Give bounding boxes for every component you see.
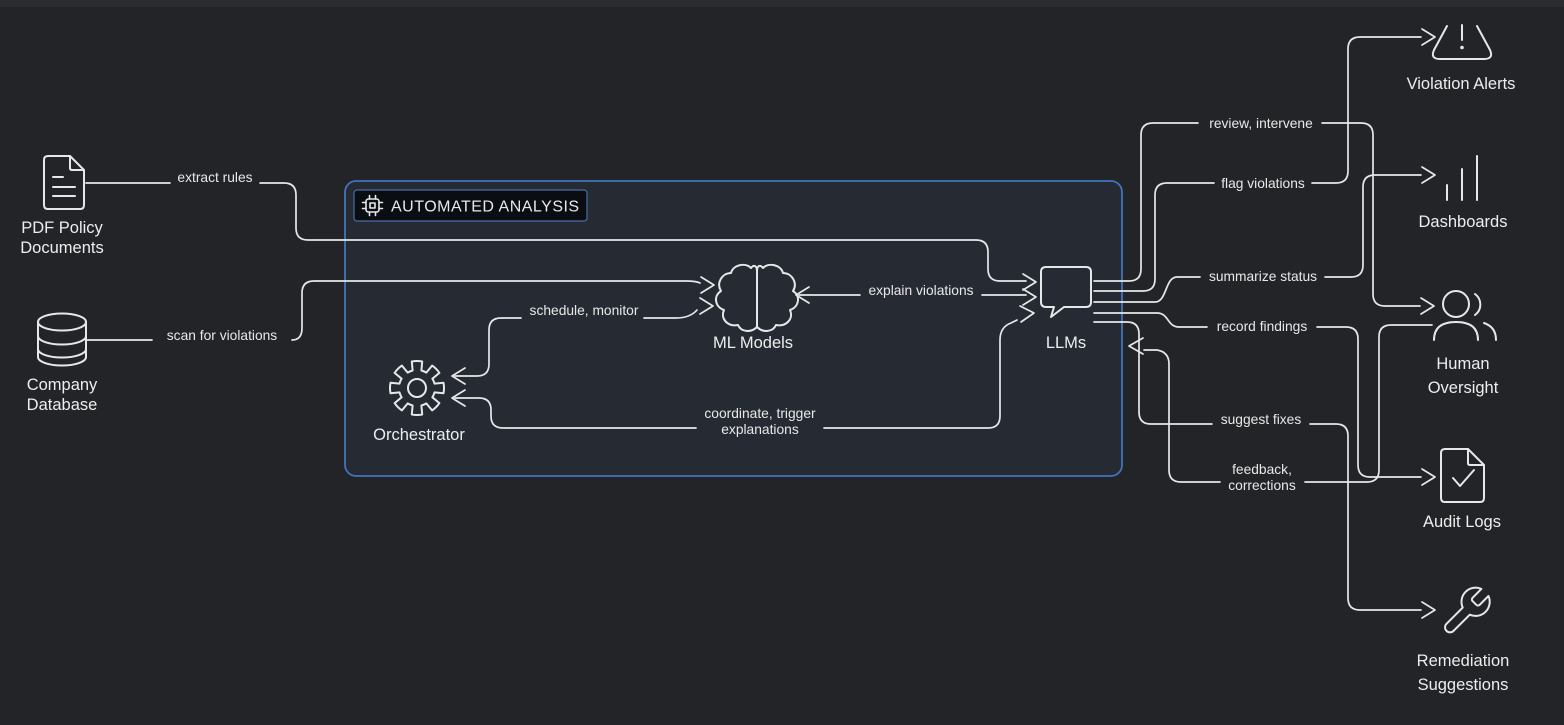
brain-icon xyxy=(715,263,799,332)
node-violation-alerts[interactable]: Violation Alerts xyxy=(1407,24,1516,93)
edge-segment[interactable] xyxy=(643,309,698,319)
wrench-icon xyxy=(1444,586,1491,634)
edge-segment[interactable] xyxy=(1324,174,1422,278)
node-dashboards[interactable]: Dashboards xyxy=(1419,155,1508,231)
edge-segment[interactable] xyxy=(823,319,1018,429)
node-label[interactable]: Documents xyxy=(20,239,103,257)
node-label[interactable]: PDF Policy xyxy=(21,219,103,237)
arrowhead xyxy=(451,389,466,407)
node-llms[interactable]: LLMs xyxy=(1040,266,1092,352)
document-check-icon xyxy=(1440,448,1485,503)
edge-label[interactable]: review, intervene xyxy=(1209,116,1313,131)
automated-analysis-frame[interactable]: AUTOMATED ANALYSIS xyxy=(344,180,1123,477)
edge-label[interactable]: record findings xyxy=(1217,319,1308,334)
edge-segment[interactable] xyxy=(1304,324,1433,483)
edge-segment[interactable] xyxy=(1321,122,1421,307)
node-label[interactable]: Human xyxy=(1436,355,1489,373)
chat-bubble-icon xyxy=(1040,266,1092,318)
arrowhead xyxy=(1421,468,1436,486)
arrowhead xyxy=(699,297,714,315)
edge-segment[interactable] xyxy=(1316,326,1422,478)
frame-rect[interactable] xyxy=(344,180,1123,477)
edge-schedule-monitor[interactable]: schedule, monitor xyxy=(451,297,714,385)
node-label[interactable]: Remediation xyxy=(1417,652,1510,670)
edge-label[interactable]: suggest fixes xyxy=(1221,412,1302,427)
frame-title: AUTOMATED ANALYSIS xyxy=(391,199,580,216)
node-label[interactable]: Database xyxy=(27,396,98,414)
edge-segment[interactable] xyxy=(1093,321,1213,425)
bar-chart-icon xyxy=(1446,155,1478,201)
edge-label[interactable]: explain violations xyxy=(868,283,973,298)
gear-icon xyxy=(388,359,446,417)
node-label[interactable]: Orchestrator xyxy=(373,426,465,444)
edge-flag-violations[interactable]: flag violations xyxy=(1093,28,1436,292)
arrowhead xyxy=(451,367,466,385)
edge-segment[interactable] xyxy=(454,317,522,377)
node-orchestrator[interactable]: Orchestrator xyxy=(373,359,465,444)
edge-label[interactable]: flag violations xyxy=(1221,176,1305,191)
node-audit-logs[interactable]: Audit Logs xyxy=(1423,448,1501,531)
arrowhead xyxy=(1420,297,1435,315)
edge-summarize-status[interactable]: summarize status xyxy=(1093,166,1436,303)
arrowhead xyxy=(1022,288,1037,306)
arrowhead xyxy=(1019,305,1035,323)
node-label[interactable]: Oversight xyxy=(1428,379,1499,397)
node-label[interactable]: Suggestions xyxy=(1418,676,1509,694)
database-icon xyxy=(37,312,87,367)
edge-label[interactable]: extract rules xyxy=(177,170,252,185)
arrowhead xyxy=(1022,273,1037,291)
edge-segment[interactable] xyxy=(454,397,697,429)
arrowhead xyxy=(1421,166,1436,184)
edge-label[interactable]: feedback, xyxy=(1232,462,1292,477)
node-remediation-suggestions[interactable]: Remediation Suggestions xyxy=(1417,586,1510,694)
edge-record-findings[interactable]: record findings xyxy=(1093,312,1436,486)
arrowhead xyxy=(1421,28,1436,46)
node-label[interactable]: ML Models xyxy=(713,334,793,352)
edge-suggest-fixes[interactable]: suggest fixes xyxy=(1093,321,1436,619)
node-company-database[interactable]: Company Database xyxy=(27,312,98,415)
warning-triangle-icon xyxy=(1431,24,1493,60)
node-label[interactable]: Dashboards xyxy=(1419,213,1508,231)
node-label[interactable]: LLMs xyxy=(1046,334,1086,352)
chip-icon xyxy=(361,194,384,217)
edge-label[interactable]: explanations xyxy=(721,422,799,437)
node-human-oversight[interactable]: Human Oversight xyxy=(1428,290,1499,397)
edge-label[interactable]: schedule, monitor xyxy=(530,303,639,318)
edge-review-intervene[interactable]: review, intervene xyxy=(1093,116,1435,315)
edge-explain-violations[interactable]: explain violations xyxy=(795,283,1037,306)
edge-coordinate-trigger[interactable]: coordinate, trigger explanations xyxy=(451,305,1035,437)
edge-segment[interactable] xyxy=(1143,349,1221,483)
edge-segment[interactable] xyxy=(1093,312,1208,328)
node-pdf-policy-documents[interactable]: PDF Policy Documents xyxy=(20,155,104,257)
edge-label[interactable]: scan for violations xyxy=(167,328,278,343)
document-lines-icon xyxy=(43,155,85,210)
edge-segment[interactable] xyxy=(1093,182,1215,292)
edge-extract-rules[interactable]: extract rules xyxy=(85,170,1037,291)
arrowhead xyxy=(1128,337,1144,355)
edge-segment[interactable] xyxy=(1093,122,1199,282)
edge-label[interactable]: corrections xyxy=(1228,478,1296,493)
node-ml-models[interactable]: ML Models xyxy=(713,263,799,352)
edge-segment[interactable] xyxy=(1309,423,1422,611)
edge-label[interactable]: summarize status xyxy=(1209,269,1317,284)
edge-segment[interactable] xyxy=(1311,36,1422,184)
edge-feedback-corrections[interactable]: feedback, corrections xyxy=(1128,324,1433,493)
arrowhead xyxy=(700,276,715,294)
node-label[interactable]: Violation Alerts xyxy=(1407,75,1516,93)
node-label[interactable]: Company xyxy=(27,376,98,394)
arrowhead xyxy=(1421,601,1436,619)
edge-scan-for-violations[interactable]: scan for violations xyxy=(85,276,715,343)
edge-segment[interactable] xyxy=(291,280,701,341)
node-label[interactable]: Audit Logs xyxy=(1423,513,1501,531)
window-top-strip xyxy=(0,0,1564,7)
frame-badge[interactable] xyxy=(353,189,588,222)
edge-segment[interactable] xyxy=(1093,276,1201,303)
edge-label[interactable]: coordinate, trigger xyxy=(704,406,816,421)
people-icon xyxy=(1433,290,1497,341)
edge-segment[interactable] xyxy=(259,182,1027,282)
